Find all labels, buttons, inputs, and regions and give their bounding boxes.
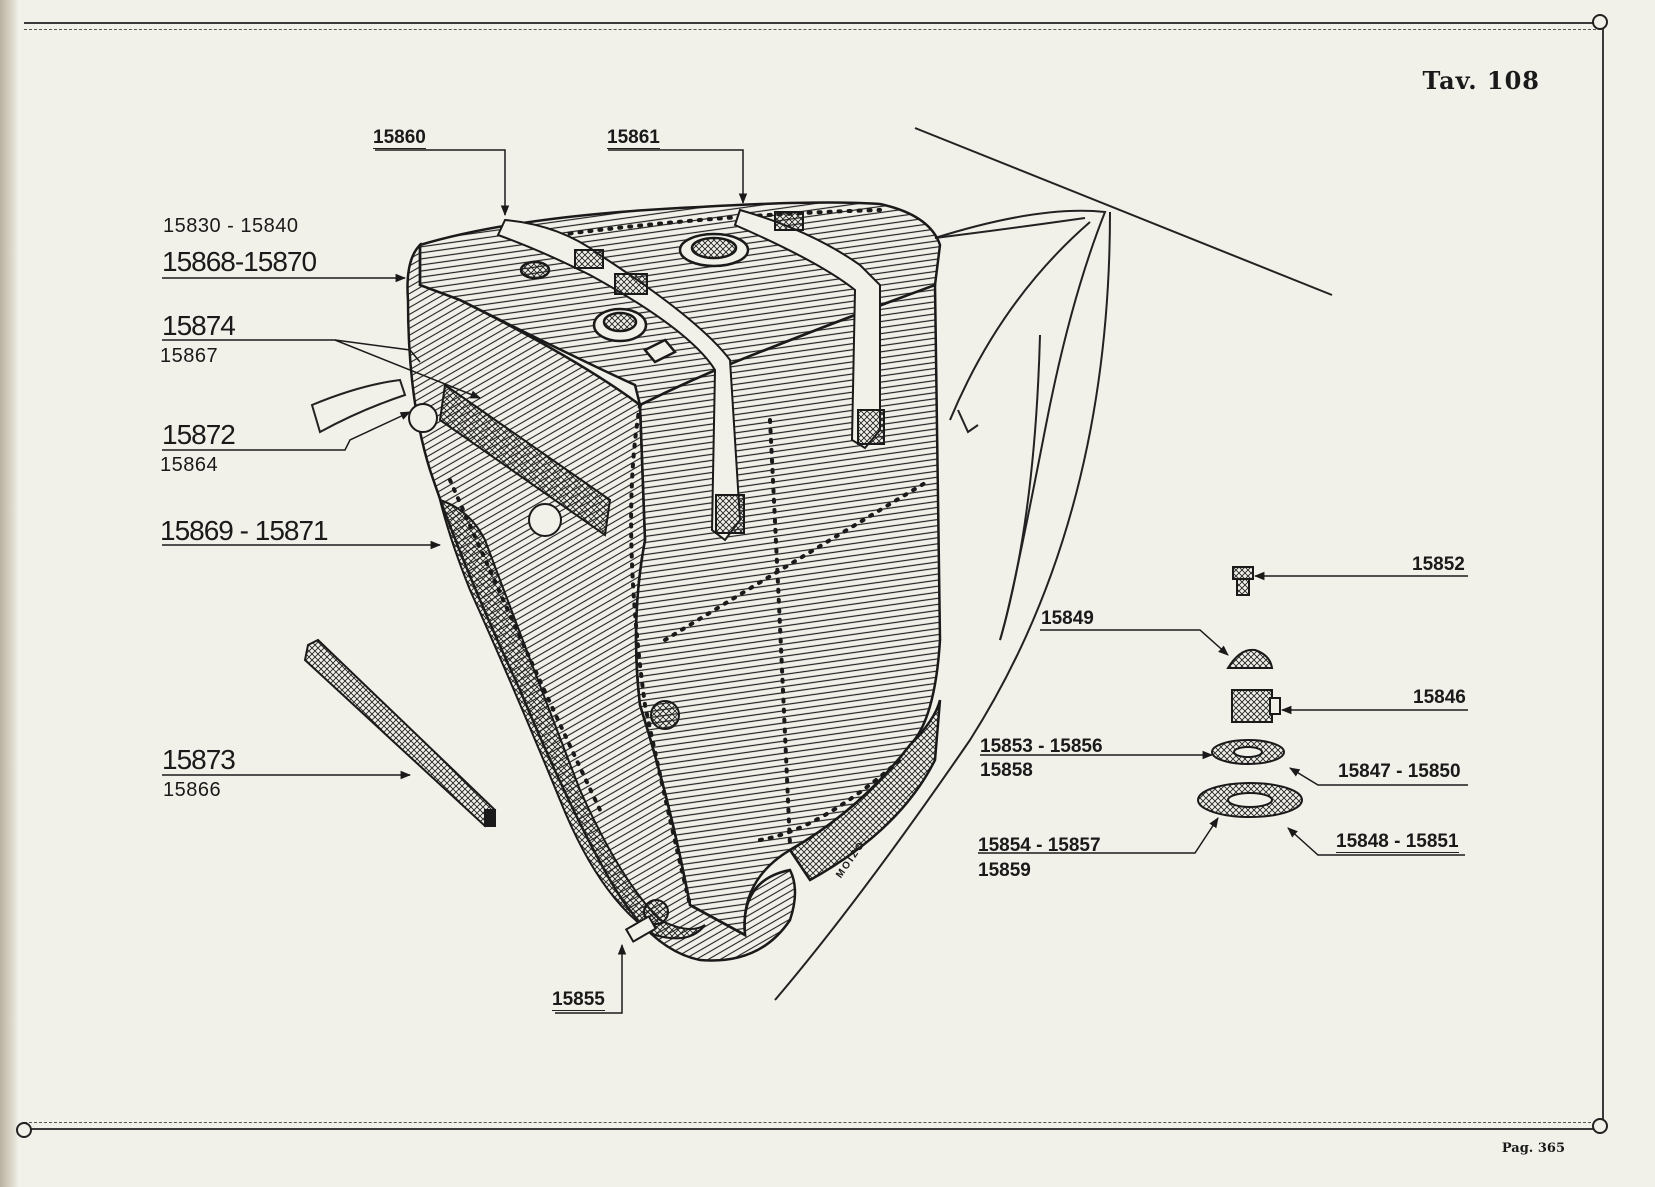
drain-fitting [624, 899, 669, 943]
fuselage-outline [310, 127, 1333, 1001]
callout-15853-15856: 15853 - 15856 [980, 736, 1103, 757]
callout-15849: 15849 [1041, 608, 1094, 629]
callout-15868-15870: 15868-15870 [162, 246, 317, 277]
gasket-15848 [1197, 782, 1303, 818]
frame-corner-ornament [1592, 1118, 1608, 1134]
callout-15864: 15864 [160, 454, 219, 476]
callout-15858: 15858 [980, 760, 1033, 781]
callout-15847-15850: 15847 - 15850 [1338, 761, 1461, 782]
union-15846 [1231, 689, 1281, 723]
cap-15849 [1226, 648, 1274, 669]
washer-15847 [1211, 739, 1285, 765]
tank-strap-right [574, 208, 885, 450]
plate-title: Tav. 108 [1422, 66, 1540, 95]
filler-strip-part [303, 638, 497, 828]
small-parts-stack [1197, 566, 1303, 818]
frame-corner-ornament [16, 1122, 32, 1138]
callout-15830-15840: 15830 - 15840 [163, 215, 299, 237]
callout-15866: 15866 [163, 779, 222, 801]
callout-15872: 15872 [162, 419, 236, 450]
filler-caps [519, 232, 750, 364]
callout-15855: 15855 [552, 989, 605, 1011]
callout-15846: 15846 [1413, 687, 1466, 708]
callout-15874: 15874 [162, 310, 236, 341]
callout-15852: 15852 [1412, 554, 1465, 575]
bolt-15852 [1232, 566, 1254, 596]
side-fitting-rail [408, 383, 680, 730]
callout-15861: 15861 [607, 127, 660, 149]
plate-frame [24, 22, 1604, 1130]
callout-15873: 15873 [162, 744, 236, 775]
frame-corner-ornament [1592, 14, 1608, 30]
callout-15854-15857: 15854 - 15857 [978, 835, 1101, 856]
leader-lines [162, 149, 1468, 1014]
callout-15848-15851: 15848 - 15851 [1336, 831, 1459, 853]
callout-15860: 15860 [373, 127, 426, 149]
callout-15859: 15859 [978, 860, 1031, 881]
callout-15867: 15867 [160, 345, 219, 367]
page-number: Pag. 365 [1501, 1141, 1565, 1156]
callout-15869-15871: 15869 - 15871 [160, 515, 329, 546]
binding-gutter [0, 0, 18, 1187]
